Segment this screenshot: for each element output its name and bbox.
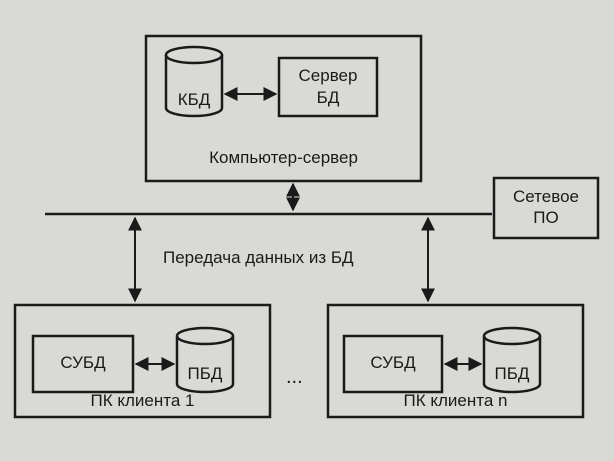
client1-box <box>13 303 272 419</box>
central-db-label: КБД <box>177 90 211 109</box>
clientn-box <box>326 303 585 419</box>
server-computer-box <box>144 34 423 183</box>
clientn-title: ПК клиента n <box>403 391 508 410</box>
network-software-label-line2: ПО <box>533 208 559 227</box>
db-server-label-line2: БД <box>316 88 340 107</box>
clientn-dbms-box <box>342 334 444 394</box>
network-software-box <box>492 176 600 240</box>
client1-db-label: ПБД <box>187 364 223 383</box>
clientn-dbms-label: СУБД <box>370 353 416 372</box>
db-server-label-line1: Сервер <box>298 66 358 85</box>
clientn-db-label: ПБД <box>494 364 530 383</box>
client1-dbms-label: СУБД <box>60 353 106 372</box>
clientn-db-cylinder <box>482 326 542 394</box>
client1-title: ПК клиента 1 <box>90 391 195 410</box>
client1-dbms-box <box>31 334 135 394</box>
ellipsis-label: ... <box>286 366 303 388</box>
transfer-label: Передача данных из БД <box>163 248 354 267</box>
network-software-label-line1: Сетевое <box>513 187 579 206</box>
central-db-cylinder <box>164 45 224 118</box>
client1-db-cylinder <box>175 326 235 394</box>
server-computer-title: Компьютер-сервер <box>209 148 358 167</box>
db-server-box <box>277 56 379 118</box>
